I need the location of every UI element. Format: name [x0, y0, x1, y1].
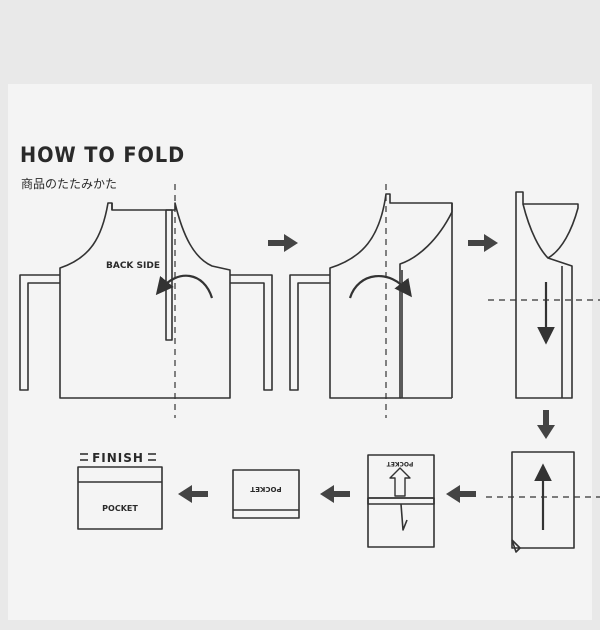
paper-sheet: [8, 84, 592, 620]
arrow-step4-to-step5: [446, 485, 476, 503]
step-2-apron: [289, 184, 453, 418]
arrow-step5-to-step6: [320, 485, 350, 503]
page-title: HOW TO FOLD: [20, 143, 186, 167]
step-5-pocket-fold: [367, 454, 435, 548]
finish-label: FINISH: [92, 451, 144, 465]
step-1-apron: [19, 184, 273, 418]
step-2-fold-arrow: [348, 275, 412, 299]
arrow-step1-to-step2: [268, 234, 298, 252]
step-1-fold-arrow: [155, 274, 214, 299]
finish-dashes: [80, 453, 156, 461]
pocket-label-step5: POCKET: [386, 460, 414, 467]
step-6-small-fold: [232, 469, 300, 519]
back-side-label: BACK SIDE: [106, 261, 160, 271]
pocket-label-step6: POCKET: [250, 485, 281, 493]
page-subtitle: 商品のたたみかた: [21, 177, 118, 191]
arrow-step6-to-step7: [178, 485, 208, 503]
arrow-step3-to-step4: [537, 410, 555, 439]
arrow-step2-to-step3: [468, 234, 498, 252]
step-3-strip: [488, 191, 600, 399]
pocket-label-finish: POCKET: [102, 504, 138, 513]
step-7-finished: [77, 466, 163, 530]
